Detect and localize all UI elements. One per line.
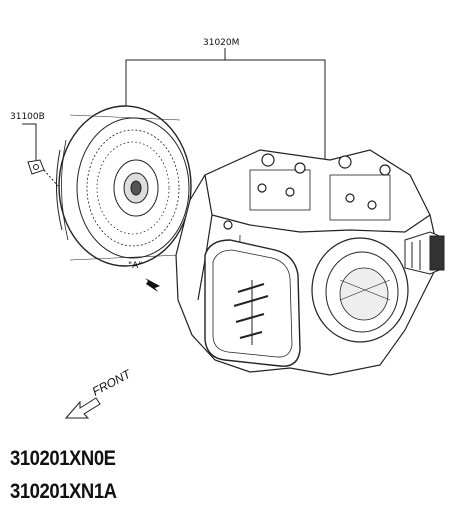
front-arrow-icon — [64, 397, 101, 419]
callout-31100b: 31100B — [10, 112, 45, 122]
oil-pan — [204, 239, 301, 367]
front-label: FRONT — [90, 366, 135, 399]
callout-31020m: 31020M — [203, 38, 239, 48]
assembly-callout — [125, 48, 326, 170]
differential-housing — [311, 237, 409, 343]
seal-part — [27, 159, 59, 187]
torque-converter — [55, 105, 192, 267]
view-a-marker: "A" — [128, 261, 142, 271]
part-number-2: 310201XN1A — [10, 480, 117, 503]
output-shaft — [404, 231, 445, 275]
part-number-1: 310201XN0E — [10, 447, 116, 470]
view-a-arrow-icon — [145, 278, 160, 292]
converter-callout — [22, 123, 37, 160]
